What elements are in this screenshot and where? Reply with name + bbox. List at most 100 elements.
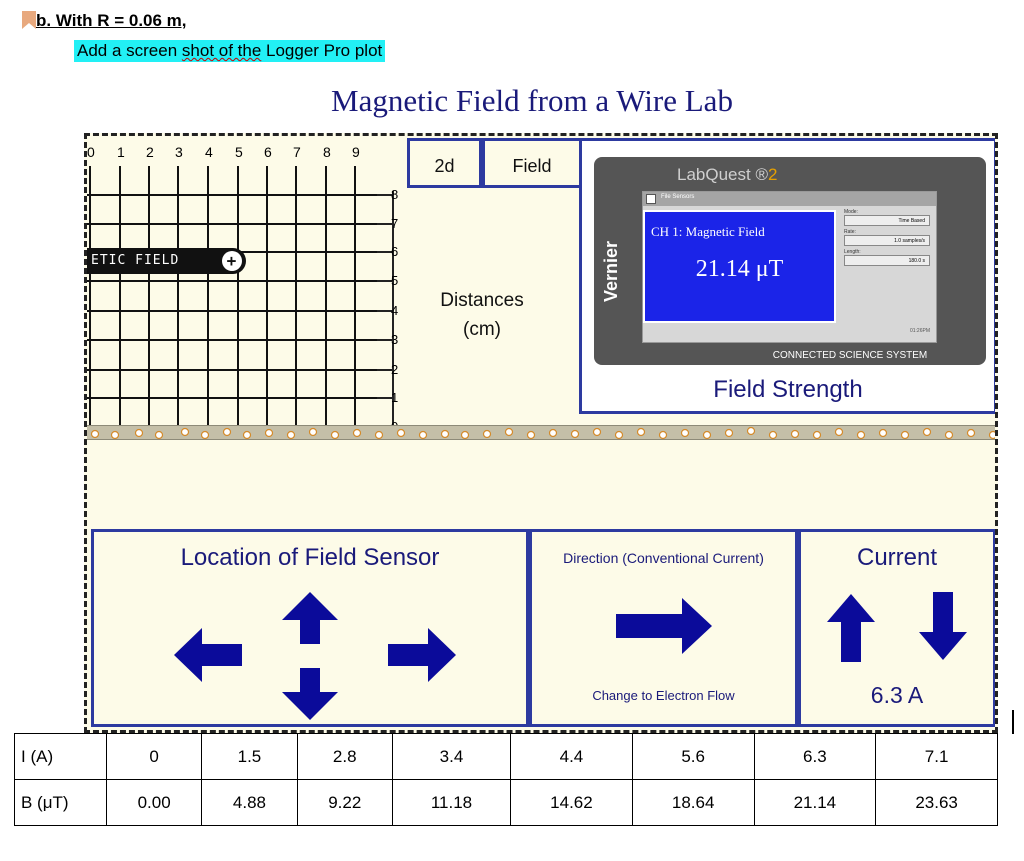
table-cell: 18.64 [631,779,755,826]
row-header: I (A) [14,733,107,780]
table-cell: 14.62 [510,779,633,826]
table-cell: 2.8 [296,733,393,780]
grid-line [87,339,392,341]
ruler-tick [377,280,392,282]
table-cell: 4.4 [510,733,633,780]
arrow-up-icon[interactable] [282,590,338,646]
vernier-logo: Vernier [601,240,621,302]
current-wire [87,425,995,440]
ruler-tick [377,310,392,312]
grid-line [87,369,392,371]
distances-label: Distances (cm) [440,290,524,340]
grid-number: 4 [205,144,213,160]
table-cell: 6.3 [753,733,877,780]
checkbox-icon [646,194,656,204]
sensor-label: ETIC FIELD [91,253,180,268]
grid-line [266,166,268,429]
table-row: I (A) 0 1.5 2.8 3.4 4.4 5.6 6.3 7.1 [14,733,998,780]
ruler-number: 0 [391,419,399,429]
current-panel: Current 6.3 A [798,529,995,727]
wire-charges [90,426,995,440]
arrow-left-icon[interactable] [172,628,244,682]
crosshair-icon: + [222,251,242,271]
grid-line [87,310,392,312]
mode-label: Mode: [844,209,858,215]
table-cell: 0.00 [105,779,203,826]
ruler-number: 7 [391,216,399,231]
instruction-highlight: Add a screen shot of the Logger Pro plot [74,40,386,62]
table-cell: 21.14 [753,779,877,826]
arrow-down-icon[interactable] [282,666,338,722]
grid-number: 8 [323,144,331,160]
grid-line [87,194,392,196]
length-value: 180.0 s [844,255,930,266]
direction-arrow-right-icon[interactable] [614,598,714,654]
table-cell: 0 [105,733,203,780]
ruler-tick [377,194,392,196]
grid-number: 9 [352,144,360,160]
ruler-number: 8 [391,187,399,202]
grid-line [148,166,150,429]
labquest-menu: File Sensors [661,194,695,200]
labquest-footer: CONNECTED SCIENCE SYSTEM [772,350,928,361]
table-cell: 23.63 [875,779,998,826]
lab-title: Magnetic Field from a Wire Lab [331,83,733,118]
field-reading: 21.14 μT [695,256,784,282]
labquest-device: LabQuest ®2 Vernier File Sensors CH 1: M… [594,157,986,365]
ruler-tick [377,339,392,341]
distance-ruler [392,191,394,429]
ruler-number: 2 [391,362,399,377]
increase-current-icon[interactable] [827,592,875,664]
data-table: I (A) 0 1.5 2.8 3.4 4.4 5.6 6.3 7.1 B (μ… [14,733,998,826]
grid-line [87,397,392,399]
grid-line [295,166,297,429]
question-heading: b. With R = 0.06 m, [36,11,187,30]
table-cell: 5.6 [631,733,755,780]
grid-line [237,166,239,429]
grid-number: 1 [117,144,125,160]
electron-flow-toggle[interactable]: Change to Electron Flow [592,688,735,703]
field-strength-label: Field Strength [713,376,863,403]
ruler-number: 1 [391,390,399,405]
grid-line [119,166,121,429]
device-time: 01:26PM [909,328,930,334]
grid-line [354,166,356,429]
labquest-brand-text: LabQuest ® [677,165,768,184]
grid-number: 5 [235,144,243,160]
current-title: Current [856,544,938,571]
grid-line [207,166,209,429]
ruler-number: 6 [391,244,399,259]
grid-number: 3 [175,144,183,160]
grid-line [177,166,179,429]
mode-value: Time Based [844,215,930,226]
ruler-number: 5 [391,273,399,288]
magnetic-field-sensor-probe[interactable]: ETIC FIELD + [87,248,246,274]
labquest-brand-number: 2 [767,165,778,184]
rate-label: Rate: [844,229,856,235]
arrow-right-icon[interactable] [386,628,458,682]
text-cursor [1012,710,1014,734]
channel-label: CH 1: Magnetic Field [651,224,765,239]
length-label: Length: [844,249,861,255]
comment-bookmark-icon [22,11,36,29]
grid-line [325,166,327,429]
ruler-number: 4 [391,303,399,318]
labquest-panel: LabQuest ®2 Vernier File Sensors CH 1: M… [579,138,995,414]
ruler-tick [377,223,392,225]
labquest-menubar: File Sensors [643,192,936,206]
direction-title: Direction (Conventional Current) [563,550,764,566]
instruction-spellcheck-text: shot of the [181,41,262,60]
grid-line [87,223,392,225]
decrease-current-icon[interactable] [919,590,967,662]
rate-value: 1.0 samples/s [844,235,930,246]
grid-number: 7 [293,144,301,160]
field-button[interactable]: Field [482,138,582,188]
grid-number: 2 [146,144,154,160]
grid-line [87,280,392,282]
grid-number: 0 [87,144,95,160]
ruler-number: 3 [391,332,399,347]
table-cell: 1.5 [201,733,298,780]
sensor-location-panel: Location of Field Sensor [91,529,529,727]
distance-grid: 0 1 2 3 4 5 6 7 8 9 8 [87,136,407,429]
mode-2d-button[interactable]: 2d [407,138,482,188]
